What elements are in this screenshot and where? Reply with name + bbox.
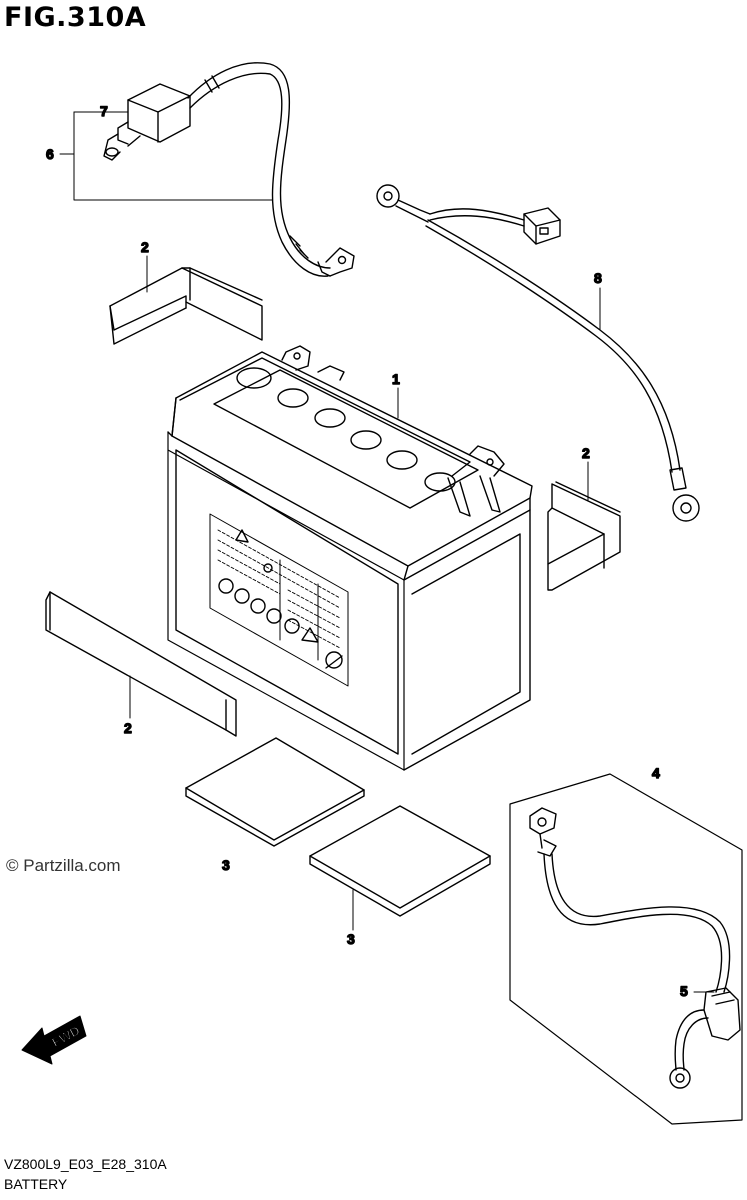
callout-7: 7: [100, 103, 108, 119]
figure-code: VZ800L9_E03_E28_310A: [4, 1156, 167, 1172]
part-4-harness-box: [509, 773, 743, 1125]
callout-2-left: 2: [124, 720, 132, 736]
watermark: © Partzilla.com: [6, 856, 121, 875]
callout-5: 5: [680, 983, 688, 999]
part-4-ground-cable[interactable]: [529, 807, 741, 1089]
part-1-battery[interactable]: [167, 345, 533, 771]
callout-2-right: 2: [582, 445, 590, 461]
figure-caption: BATTERY: [4, 1176, 68, 1192]
part-2-pad-left[interactable]: [45, 591, 237, 737]
part-2-pad-top[interactable]: [109, 267, 263, 345]
part-3-sheet-upper[interactable]: [185, 737, 365, 847]
fwd-arrow-icon: FWD: [21, 1015, 87, 1065]
part-6-starter-cable[interactable]: [103, 62, 355, 277]
callout-4: 4: [652, 765, 660, 781]
callout-3-left: 3: [222, 857, 230, 873]
callout-3-bottom: 3: [347, 931, 355, 947]
fig-title: FIG.310A: [4, 2, 147, 33]
part-8-negative-cable[interactable]: [376, 184, 700, 522]
callout-8: 8: [594, 270, 602, 286]
callout-1: 1: [392, 371, 400, 387]
callout-6: 6: [46, 146, 54, 162]
part-3-sheet-lower[interactable]: [309, 805, 491, 917]
leader-lines: [129, 255, 715, 993]
callout-2-top: 2: [141, 239, 149, 255]
part-2-pad-right[interactable]: [547, 481, 621, 591]
callout-bracket-6: [59, 111, 273, 201]
